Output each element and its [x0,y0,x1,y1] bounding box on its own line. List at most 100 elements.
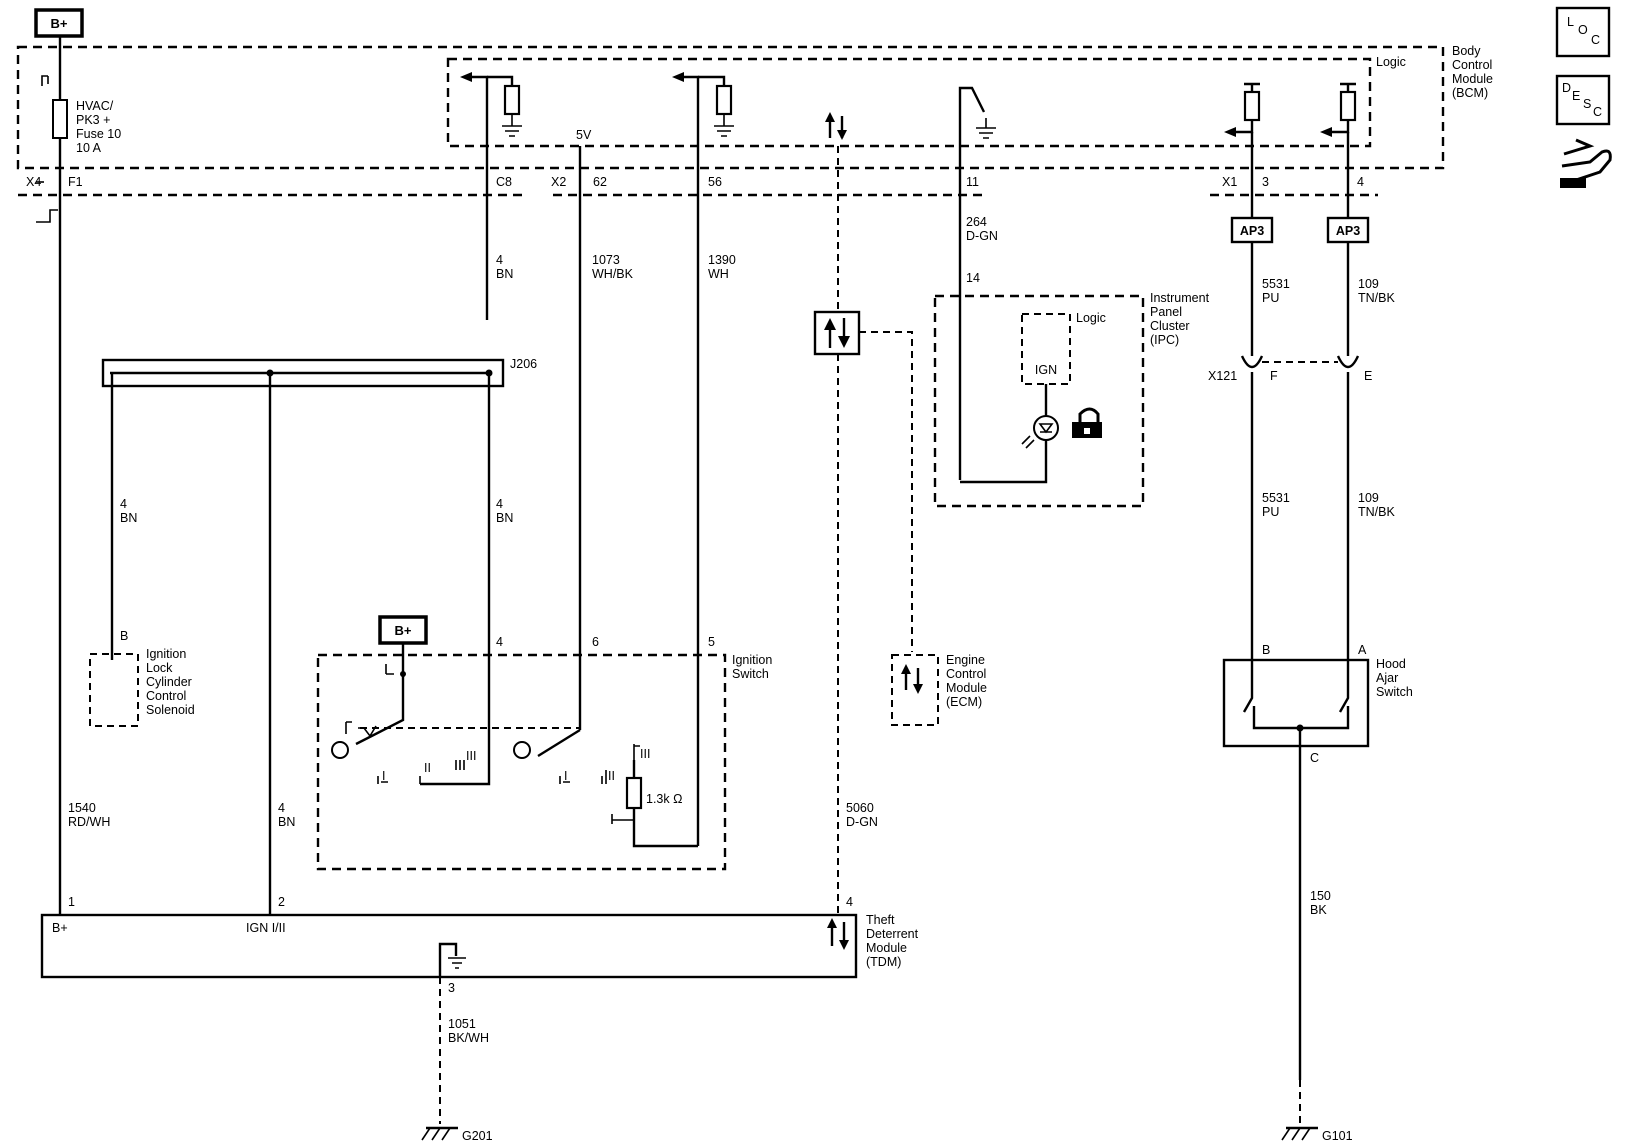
bcm-5v-label: 5V [576,128,592,142]
svg-text:Control: Control [946,667,986,681]
ign-switch-contact-right [513,741,531,759]
conn-x4: X4 [26,175,41,189]
bcm-output-4 [1320,82,1357,218]
svg-text:II: II [608,769,615,783]
bcm-input-56 [672,72,734,846]
svg-text:I: I [382,769,385,783]
ground-g201: G201 [462,1129,493,1142]
svg-text:4: 4 [120,497,127,511]
svg-text:BN: BN [496,511,513,525]
conn-x121: X121 [1208,369,1237,383]
ipc-module-name: Instrument Panel Cluster (IPC) [1150,291,1210,347]
ign-switch-pin-4: 4 [496,635,503,649]
svg-text:(ECM): (ECM) [946,695,982,709]
wire-label-1390: 1390 WH [708,253,736,281]
solenoid-name: Ignition Lock Cylinder Control Solenoid [146,647,195,717]
hand-pointer-icon[interactable] [1560,138,1612,188]
serial-data-line-ecm [859,331,913,652]
svg-text:PU: PU [1262,291,1279,305]
wire-label-4bn-top: 4 BN [496,253,513,281]
wire-label-4bn-ign: 4 BN [278,801,295,829]
bcm-input-c8 [460,72,522,320]
svg-text:Control: Control [146,689,186,703]
wire-label-109-bottom: 109 TN/BK [1358,491,1395,519]
svg-text:Module: Module [1452,72,1493,86]
serial-data-arrows-icon [824,318,850,348]
ipc-ign-label: IGN [1035,363,1057,377]
svg-text:TN/BK: TN/BK [1358,291,1395,305]
tdm-module-name: Theft Deterrent Module (TDM) [866,913,919,969]
hood-switch-contacts [1242,660,1350,746]
svg-text:BK/WH: BK/WH [448,1031,489,1045]
svg-text:Body: Body [1452,44,1481,58]
wire-label-1540: 1540 RD/WH [68,801,110,829]
svg-text:BN: BN [120,511,137,525]
svg-text:Hood: Hood [1376,657,1406,671]
ground-g101: G101 [1322,1129,1353,1142]
svg-text:Engine: Engine [946,653,985,667]
svg-text:PU: PU [1262,505,1279,519]
svg-text:Instrument: Instrument [1150,291,1210,305]
ign-switch-resistor-label: 1.3k Ω [646,792,682,806]
ign-switch-bplus-feed [345,643,406,746]
tdm-bplus-label: B+ [52,921,68,935]
svg-text:II: II [424,761,431,775]
svg-text:D: D [1562,81,1571,95]
solenoid-outline [89,653,139,727]
svg-text:PK3 +: PK3 + [76,113,110,127]
svg-text:TN/BK: TN/BK [1358,505,1395,519]
svg-text:RD/WH: RD/WH [68,815,110,829]
splice-ap3-left [1230,216,1274,244]
ign-switch-positions-left: I II III [377,373,491,786]
wire-label-150: 150 BK [1310,889,1331,917]
splice-ap3-right [1326,216,1370,244]
svg-text:1390: 1390 [708,253,736,267]
svg-text:Cylinder: Cylinder [146,675,192,689]
svg-text:4: 4 [496,497,503,511]
wire-label-1073: 1073 WH/BK [592,253,634,281]
svg-text:(TDM): (TDM) [866,955,901,969]
svg-text:Switch: Switch [732,667,769,681]
ipc-logic-label: Logic [1076,311,1106,325]
ground-icon [1281,1126,1318,1141]
hood-pin-a: A [1358,643,1367,657]
tdm-pin-3: 3 [448,981,455,995]
svg-text:Deterrent: Deterrent [866,927,919,941]
svg-text:BN: BN [496,267,513,281]
svg-text:L: L [1567,15,1574,29]
wire-label-4bn-left: 4 BN [120,497,137,525]
svg-text:III: III [640,747,650,761]
wire-label-109-top: 109 TN/BK [1358,277,1395,305]
hood-pin-c: C [1310,751,1319,765]
location-button[interactable]: L O C [1555,6,1611,58]
ign-switch-contact-left [331,741,349,759]
svg-text:5531: 5531 [1262,491,1290,505]
lock-icon [1072,407,1102,438]
splice-ap3-left-label: AP3 [1240,224,1264,238]
svg-text:WH/BK: WH/BK [592,267,634,281]
svg-text:E: E [1572,89,1580,103]
wire-label-4bn-mid: 4 BN [496,497,513,525]
svg-text:HVAC/: HVAC/ [76,99,114,113]
svg-text:1073: 1073 [592,253,620,267]
bplus-label: B+ [51,16,68,31]
svg-text:C: C [1591,33,1600,47]
wire-label-264: 264 D-GN [966,215,998,243]
svg-text:109: 109 [1358,491,1379,505]
wire-label-5531-top: 5531 PU [1262,277,1290,305]
solenoid-pin-b: B [120,629,128,643]
ecm-name: Engine Control Module (ECM) [946,653,987,709]
description-button[interactable]: D E S C [1555,74,1611,126]
svg-text:1051: 1051 [448,1017,476,1031]
tdm-data-arrows-icon [827,918,849,950]
hood-pin-b: B [1262,643,1270,657]
conn-4: 4 [1357,175,1364,189]
ipc-pin-14: 14 [966,271,980,285]
tdm-pin-2: 2 [278,895,285,909]
ign-switch-bplus-label: B+ [395,623,412,638]
conn-x2: X2 [551,175,566,189]
svg-text:5531: 5531 [1262,277,1290,291]
svg-text:Theft: Theft [866,913,895,927]
wire-label-1051: 1051 BK/WH [448,1017,489,1045]
